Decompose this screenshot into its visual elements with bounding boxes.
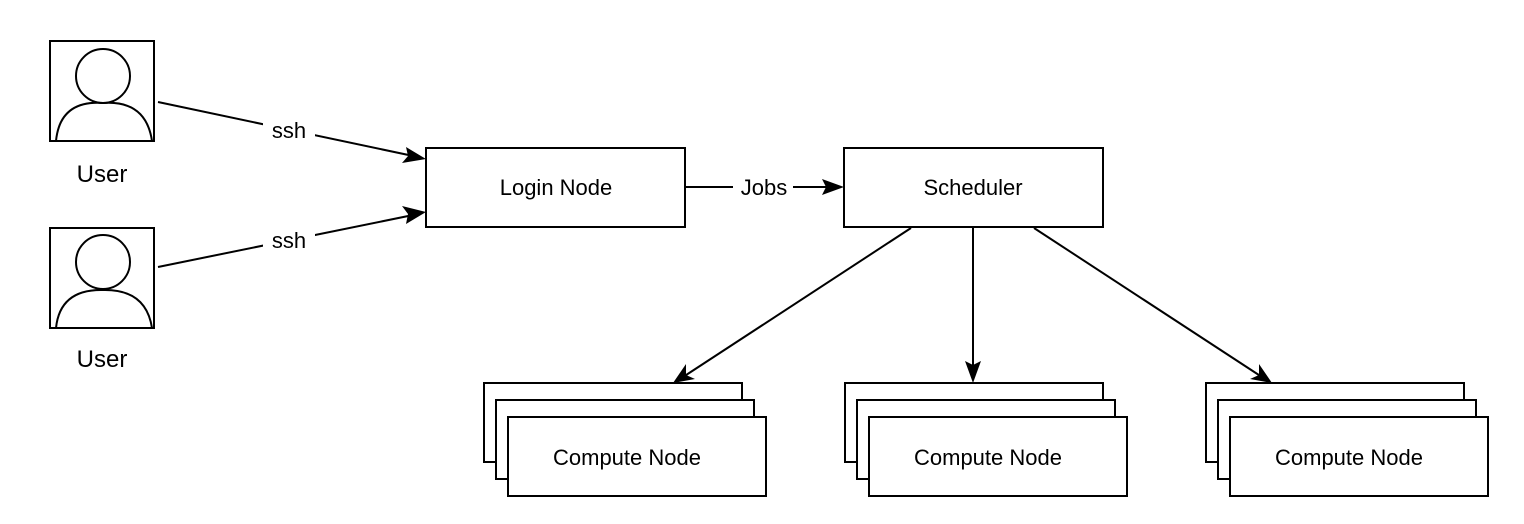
scheduler-node: Scheduler (843, 147, 1104, 228)
user-frame (49, 40, 155, 142)
scheduler-label: Scheduler (923, 175, 1022, 200)
ssh-edge-top: ssh (157, 101, 426, 163)
user-actor-1: User (49, 40, 155, 188)
jobs-label: Jobs (741, 175, 787, 200)
compute-node-label: Compute Node (1275, 445, 1423, 470)
user-label: User (77, 161, 128, 188)
dispatch-edge-right (1033, 227, 1272, 383)
compute-node-label: Compute Node (914, 445, 1062, 470)
compute-node-stack-1: Compute Node (483, 382, 767, 497)
login-node: Login Node (425, 147, 686, 228)
user-actor-2: User (49, 227, 155, 373)
ssh-label: ssh (272, 228, 306, 253)
ssh-label: ssh (272, 118, 306, 143)
user-label: User (77, 346, 128, 373)
login-node-label: Login Node (500, 175, 613, 200)
user-icon (55, 234, 153, 329)
dispatch-edge-middle (965, 228, 981, 383)
compute-node-stack-3: Compute Node (1205, 382, 1489, 497)
compute-node-label: Compute Node (553, 445, 701, 470)
user-frame (49, 227, 155, 329)
dispatch-edge-left (673, 227, 912, 383)
user-icon (55, 48, 153, 142)
jobs-edge: Jobs (685, 174, 844, 200)
compute-node-stack-2: Compute Node (844, 382, 1128, 497)
ssh-edge-bottom: ssh (157, 206, 426, 268)
